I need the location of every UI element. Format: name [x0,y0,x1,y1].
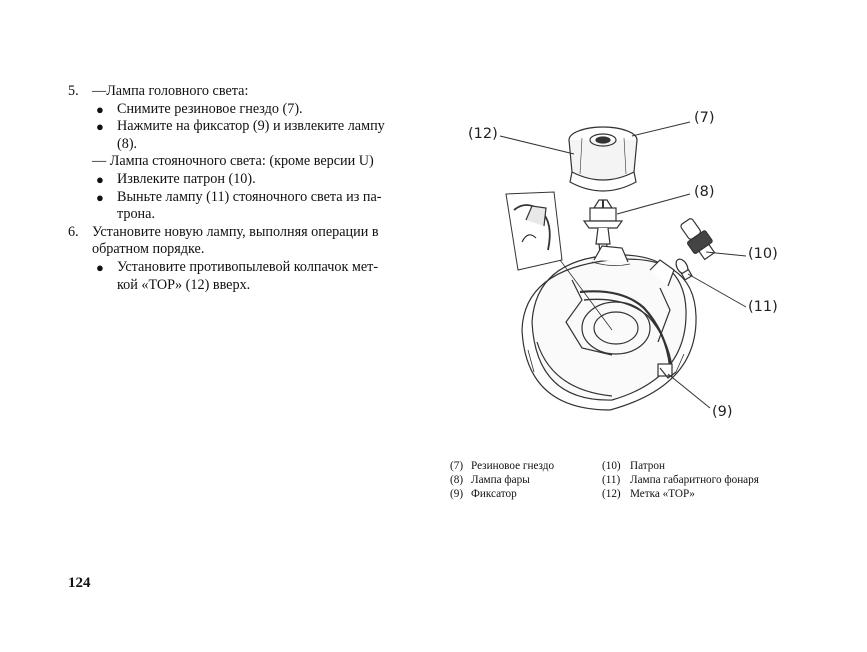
legend-item: (10)Патрон [602,460,665,472]
legend-item: (12)Метка «TOP» [602,488,695,500]
bullet-item-continuation: (8). [117,135,138,152]
bullet-icon: ● [96,171,104,187]
step-6-line: обратном порядке. [92,241,205,258]
headlight-assembly-drawing [499,121,747,411]
legend-item: (7)Резиновое гнездо [450,460,555,472]
callout-7: (7) [694,110,715,126]
leader-line-10 [705,251,747,257]
step-5-heading: 5.—Лампа головного света: [68,83,249,99]
headlight-assembly-figure: (7) (12) (8) (10) (11) (9) [462,110,802,430]
leader-line-9 [667,373,711,409]
callout-9: (9) [712,404,733,420]
callout-10: (10) [748,246,778,262]
callout-11: (11) [748,299,778,315]
step-6-line: 6.Установите новую лампу, выполняя опера… [68,223,379,240]
step-number: 5. [68,83,79,99]
legend-item: (9)Фиксатор [450,488,517,500]
bullet-item-continuation: кой «TOP» (12) вверх. [117,276,251,293]
bullet-item-continuation: трона. [117,206,155,223]
leader-line-7 [631,121,691,137]
bullet-icon: ● [96,259,104,275]
bullet-icon: ● [96,189,104,205]
bullet-item: ● Извлеките патрон (10). [96,170,256,187]
leader-line-8 [616,193,691,215]
callout-12: (12) [468,126,498,142]
step-number: 6. [68,223,79,240]
bullet-icon: ● [96,101,104,117]
legend-item: (11)Лампа габаритного фонаря [602,474,759,486]
bullet-item: ● Нажмите на фиксатор (9) и извлеките ла… [96,118,385,135]
bullet-item: ● Снимите резиновое гнездо (7). [96,100,303,117]
rubber-boot-icon [568,126,638,192]
legend-row: (8)Лампа фары (11)Лампа габаритного фона… [450,473,810,487]
bullet-icon: ● [96,119,104,135]
headlight-bulb-icon [582,199,624,253]
parking-bulb-icon [675,258,693,281]
socket-icon [680,218,716,261]
leader-line-12 [499,135,575,155]
callout-8: (8) [694,184,715,200]
bullet-item: ● Выньте лампу (11) стояночного света из… [96,188,382,205]
legend-item: (8)Лампа фары [450,474,530,486]
headlight-housing-icon [521,245,697,411]
instructions: 5.—Лампа головного света: ● Снимите рези… [68,83,418,294]
legend-row: (7)Резиновое гнездо (10)Патрон [450,459,810,473]
inset-detail-icon [505,191,613,331]
bullet-item: ● Установите противопылевой колпачок мет… [96,258,379,275]
figure-legend: (7)Резиновое гнездо (10)Патрон (8)Лампа … [450,459,810,501]
page-number: 124 [68,575,91,591]
step-5-subheading: — Лампа стояночного света: (кроме версии… [92,153,374,170]
legend-row: (9)Фиксатор (12)Метка «TOP» [450,487,810,501]
leader-line-11 [687,273,747,308]
